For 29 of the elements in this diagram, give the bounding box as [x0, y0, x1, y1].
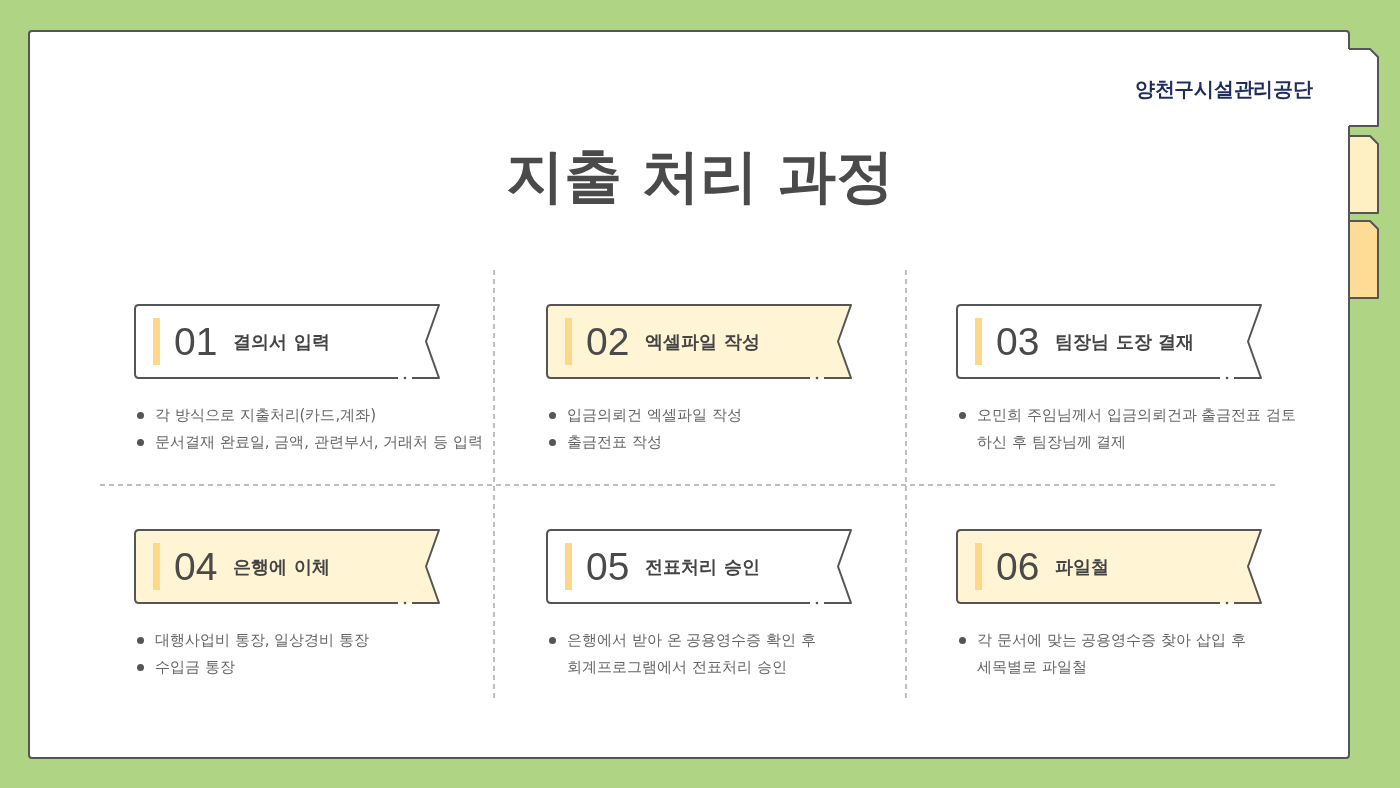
step-number: 06: [996, 543, 1040, 590]
step-number: 02: [586, 318, 630, 365]
ribbon-banner: [546, 304, 852, 379]
ribbon-banner: [134, 304, 440, 379]
step-title: 결의서 입력: [233, 329, 330, 354]
step-number: 04: [174, 543, 218, 590]
ribbon-banner: [956, 304, 1262, 379]
bullet-text: 입금의뢰건 엑셀파일 작성: [567, 404, 742, 426]
bullet-text: 문서결재 완료일, 금액, 관련부서, 거래처 등 입력: [155, 431, 483, 453]
step-number: 03: [996, 318, 1040, 365]
step-title: 파일철: [1055, 554, 1110, 579]
ribbon-banner: [134, 529, 440, 604]
bullet-text: 오민희 주임님께서 입금의뢰건과 출금전표 검토 하신 후 팀장님께 결제: [977, 404, 1298, 453]
bullet-text: 은행에서 받아 온 공용영수증 확인 후 회계프로그램에서 전표처리 승인: [567, 629, 817, 678]
step-title: 은행에 이체: [233, 554, 330, 579]
step-title: 엑셀파일 작성: [645, 329, 760, 354]
page-title: 지출 처리 과정: [505, 141, 895, 212]
ribbon-banner: [956, 529, 1262, 604]
step-title: 팀장님 도장 결재: [1055, 329, 1194, 354]
step-title: 전표처리 승인: [645, 554, 760, 579]
bullet-text: 수입금 통장: [155, 656, 235, 678]
bullet-text: 각 문서에 맞는 공용영수증 찾아 삽입 후 세목별로 파일철: [977, 629, 1247, 678]
bullet-text: 대행사업비 통장, 일상경비 통장: [155, 629, 370, 651]
header-text: 양천구시설관리공단: [1135, 76, 1313, 103]
bullet-text: 각 방식으로 지출처리(카드,계좌): [155, 404, 376, 426]
step-number: 01: [174, 318, 218, 365]
bullet-text: 출금전표 작성: [567, 431, 662, 453]
ribbon-banner: [546, 529, 852, 604]
step-number: 05: [586, 543, 630, 590]
